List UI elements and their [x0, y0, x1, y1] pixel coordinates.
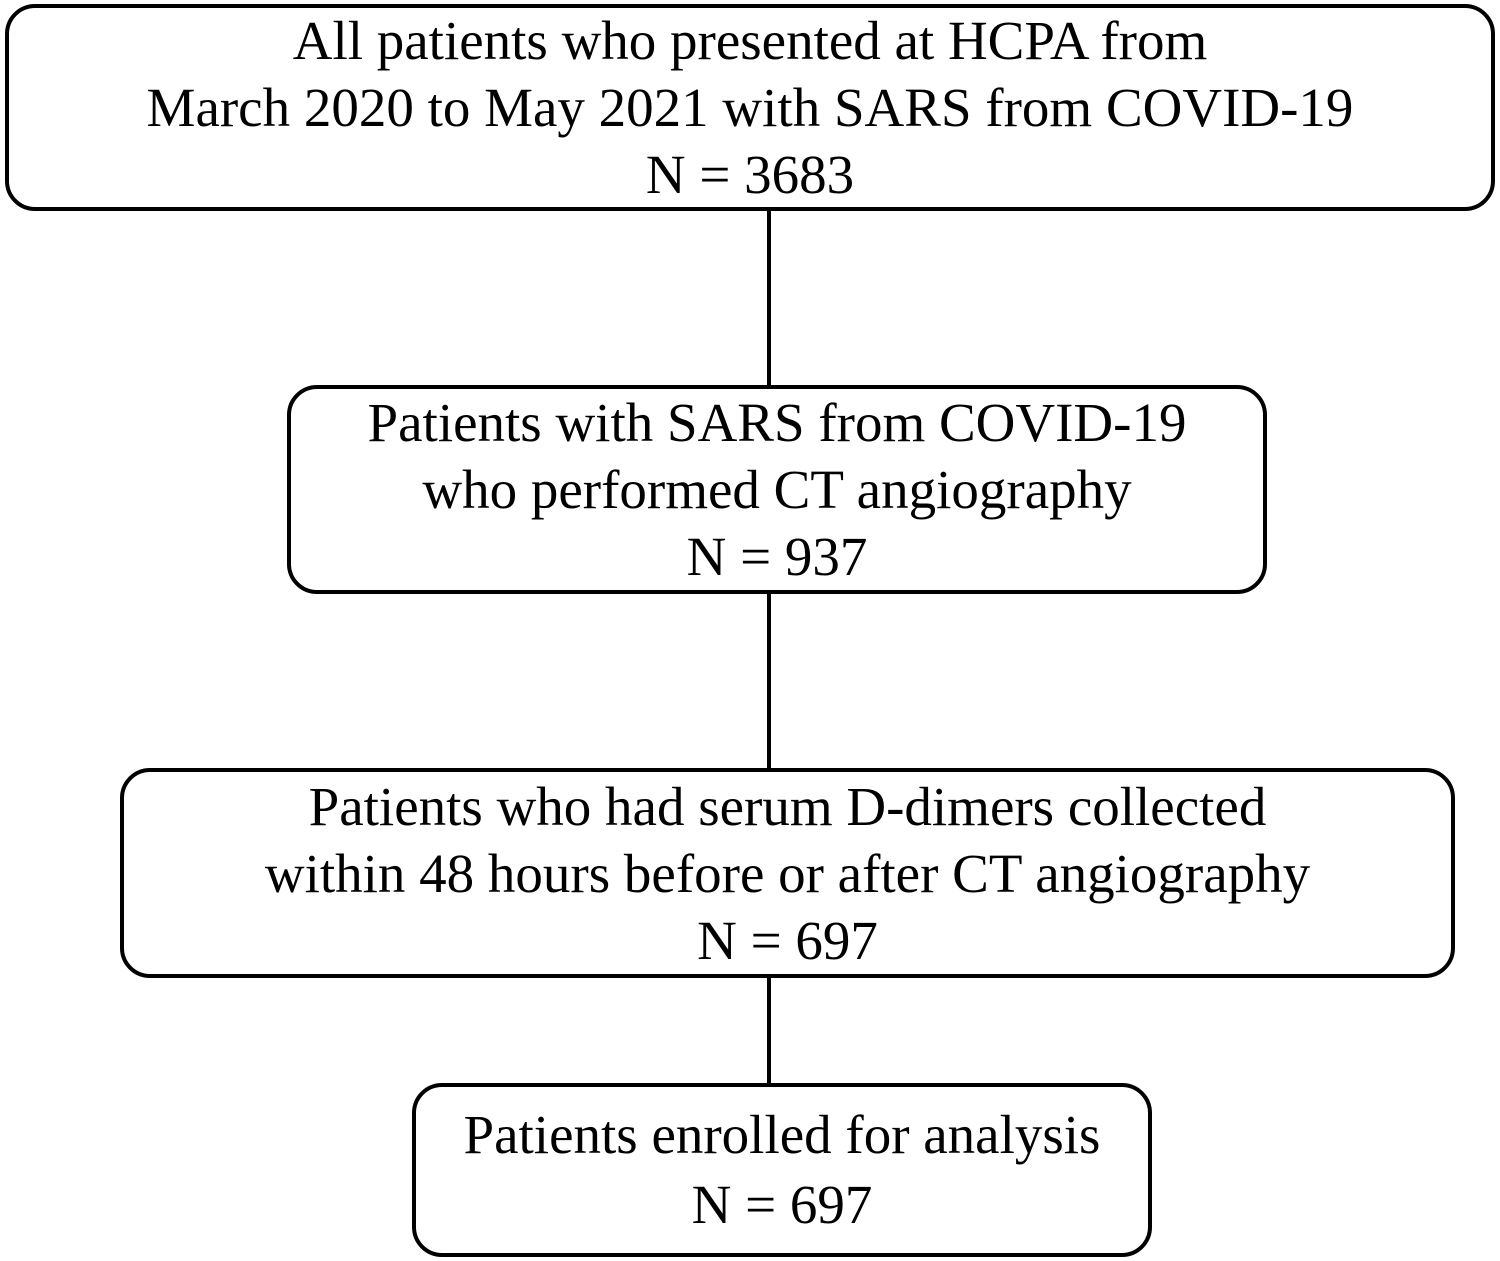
box-text-line: within 48 hours before or after CT angio… — [264, 842, 1311, 904]
flow-box-d-dimer-collected: Patients who had serum D-dimers collecte… — [120, 768, 1455, 978]
box-text-line: All patients who presented at HCPA from — [292, 10, 1208, 71]
connector-line-3 — [767, 975, 771, 1087]
connector-line-2 — [767, 591, 771, 771]
box-count-line: N = 3683 — [645, 144, 855, 205]
box-text-line: who performed CT angiography — [422, 459, 1132, 520]
flow-box-enrolled-analysis: Patients enrolled for analysis N = 697 — [412, 1083, 1152, 1257]
flow-box-ct-angiography: Patients with SARS from COVID-19 who per… — [287, 385, 1267, 594]
box-text-line: March 2020 to May 2021 with SARS from CO… — [146, 77, 1354, 138]
box-text-line: Patients who had serum D-dimers collecte… — [308, 775, 1267, 837]
box-count-line: N = 697 — [697, 909, 878, 971]
box-text-line: Patients with SARS from COVID-19 — [367, 392, 1187, 453]
box-count-line: N = 937 — [686, 526, 868, 587]
box-count-line: N = 697 — [691, 1174, 873, 1235]
connector-line-1 — [767, 208, 771, 388]
box-text-line: Patients enrolled for analysis — [463, 1104, 1101, 1165]
flow-box-initial-cohort: All patients who presented at HCPA from … — [5, 4, 1495, 211]
